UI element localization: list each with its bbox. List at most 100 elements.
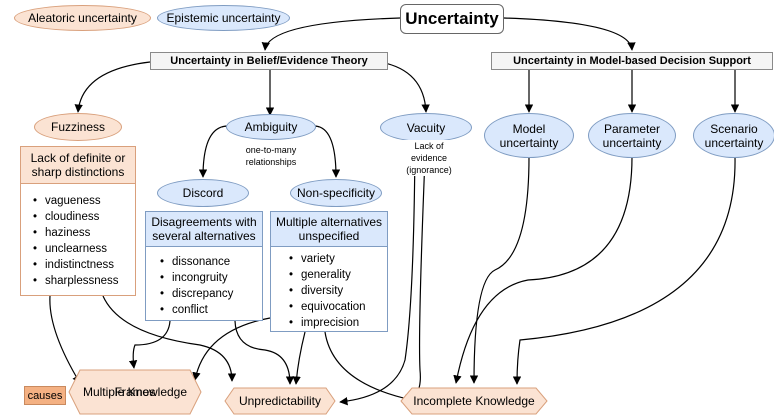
list-item: indistinctness <box>31 257 135 273</box>
unpredictability-label: Unpredictability <box>238 394 322 408</box>
edge-nonspec-incomplete <box>324 331 413 403</box>
edge-vacuity-incomplete <box>401 157 426 406</box>
branch-belief-evidence: Uncertainty in Belief/Evidence Theory <box>150 52 388 70</box>
node-nonspecificity: Non-specificity <box>290 179 382 207</box>
hexagon-shape <box>224 387 336 415</box>
ambiguity-note: one-to-many relationships <box>222 144 320 168</box>
parameter-uncertainty-label: Parameter uncertainty <box>603 122 662 150</box>
panel-discord: Disagreements with several alternatives … <box>145 211 263 321</box>
edge-fuzz-unpred <box>102 295 237 382</box>
list-item: cloudiness <box>31 209 135 225</box>
edge-scenario-incomplete <box>512 156 736 385</box>
edge-fuzz-mkf <box>49 295 81 384</box>
model-uncertainty-line: uncertainty <box>499 135 559 150</box>
vacuity-label: Vacuity <box>406 120 446 135</box>
legend-epistemic: Epistemic uncertainty <box>157 5 290 31</box>
list-item: equivocation <box>287 299 387 315</box>
legend-aleatoric: Aleatoric uncertainty <box>14 5 151 31</box>
panel-fuzziness: Lack of definite or sharp distinctions v… <box>20 146 136 296</box>
root-uncertainty: Uncertainty <box>400 4 504 34</box>
node-scenario-uncertainty: Scenario uncertainty <box>693 113 774 158</box>
fuzziness-label: Fuzziness <box>50 120 106 134</box>
panel-header-line: sharp distinctions <box>31 165 125 179</box>
list-item: incongruity <box>158 270 262 286</box>
panel-nonspecificity: Multiple alternatives unspecified variet… <box>270 211 388 332</box>
edge-root-model <box>503 17 636 51</box>
edge-nonspec-mkf <box>192 317 271 381</box>
panel-header-line: Disagreements with <box>151 215 257 229</box>
legend-epistemic-label: Epistemic uncertainty <box>166 11 281 25</box>
scenario-uncertainty-label: Scenario uncertainty <box>705 122 764 150</box>
mkf-label: Multiple Knowledge Frames <box>68 369 202 415</box>
branch-model-label: Uncertainty in Model-based Decision Supp… <box>513 55 751 67</box>
outcome-incomplete-knowledge: Incomplete Knowledge <box>400 387 548 415</box>
mkf-line: Multiple Knowledge <box>82 385 188 399</box>
model-uncertainty-line: Model <box>512 121 546 136</box>
node-model-uncertainty: Model uncertainty <box>484 113 574 158</box>
legend-causes-label: causes <box>27 389 63 402</box>
node-fuzziness: Fuzziness <box>34 113 122 141</box>
panel-fuzziness-header: Lack of definite or sharp distinctions <box>21 147 135 184</box>
outcome-multiple-knowledge-frames: Multiple Knowledge Frames <box>68 369 202 415</box>
edge-discord-mkf <box>128 320 171 369</box>
root-label: Uncertainty <box>405 9 499 28</box>
nonspecificity-label: Non-specificity <box>296 186 376 200</box>
ambiguity-note-line: relationships <box>245 157 297 167</box>
ambiguity-label: Ambiguity <box>244 120 298 134</box>
edge-ambiguity-nonspec <box>313 125 341 178</box>
panel-discord-header: Disagreements with several alternatives <box>146 212 262 247</box>
edge-ambiguity-discord <box>198 125 229 178</box>
branch-model-based: Uncertainty in Model-based Decision Supp… <box>491 52 773 70</box>
edge-parameter-incomplete <box>453 156 633 384</box>
legend-aleatoric-label: Aleatoric uncertainty <box>28 11 137 25</box>
vacuity-note: Lack of evidence (ignorance) <box>393 140 465 176</box>
outcome-unpredictability: Unpredictability <box>224 387 336 415</box>
panel-header-line: unspecified <box>298 229 360 243</box>
branch-belief-label: Uncertainty in Belief/Evidence Theory <box>170 55 368 67</box>
incomplete-label: Incomplete Knowledge <box>413 394 535 408</box>
panel-fuzziness-list: vagueness cloudiness haziness unclearnes… <box>21 184 135 289</box>
edge-vacuity-unpred <box>339 141 416 406</box>
list-item: dissonance <box>158 254 262 270</box>
list-item: vagueness <box>31 193 135 209</box>
panel-header-line: Multiple alternatives <box>275 215 383 229</box>
model-uncertainty-label: Model uncertainty <box>500 122 559 150</box>
parameter-uncertainty-line: Parameter <box>603 121 660 136</box>
mkf-line: Frames <box>114 385 156 399</box>
list-item: sharplessness <box>31 273 135 289</box>
edge-root-belief <box>261 17 401 51</box>
panel-header-line: Lack of definite or <box>30 151 126 165</box>
panel-nonspecificity-list: variety generality diversity equivocatio… <box>271 247 387 331</box>
hexagon-shape <box>68 369 202 415</box>
list-item: discrepancy <box>158 286 262 302</box>
vacuity-note-line: (ignorance) <box>406 165 452 175</box>
list-item: unclearness <box>31 241 135 257</box>
vacuity-note-line: evidence <box>410 153 448 163</box>
edge-discord-unpred <box>234 320 295 385</box>
edge-nonspec-unpred <box>292 331 306 385</box>
node-parameter-uncertainty: Parameter uncertainty <box>588 113 676 158</box>
parameter-uncertainty-line: uncertainty <box>602 135 662 150</box>
scenario-uncertainty-line: Scenario <box>710 121 758 136</box>
list-item: variety <box>287 251 387 267</box>
ambiguity-note-line: one-to-many <box>245 145 297 155</box>
scenario-uncertainty-line: uncertainty <box>704 135 764 150</box>
hexagon-shape <box>400 387 548 415</box>
vacuity-note-line: Lack of <box>414 141 444 151</box>
list-item: haziness <box>31 225 135 241</box>
panel-discord-list: dissonance incongruity discrepancy confl… <box>146 247 262 318</box>
list-item: imprecision <box>287 315 387 331</box>
discord-label: Discord <box>182 186 224 200</box>
node-ambiguity: Ambiguity <box>226 114 316 140</box>
list-item: diversity <box>287 283 387 299</box>
panel-nonspecificity-header: Multiple alternatives unspecified <box>271 212 387 247</box>
node-discord: Discord <box>157 179 249 207</box>
legend-causes: causes <box>24 386 66 405</box>
list-item: generality <box>287 267 387 283</box>
edge-modelunc-incomplete <box>469 156 530 384</box>
edge-belief-fuzziness <box>74 61 151 113</box>
panel-header-line: several alternatives <box>152 229 256 243</box>
node-vacuity: Vacuity <box>380 113 472 142</box>
list-item: conflict <box>158 302 262 318</box>
